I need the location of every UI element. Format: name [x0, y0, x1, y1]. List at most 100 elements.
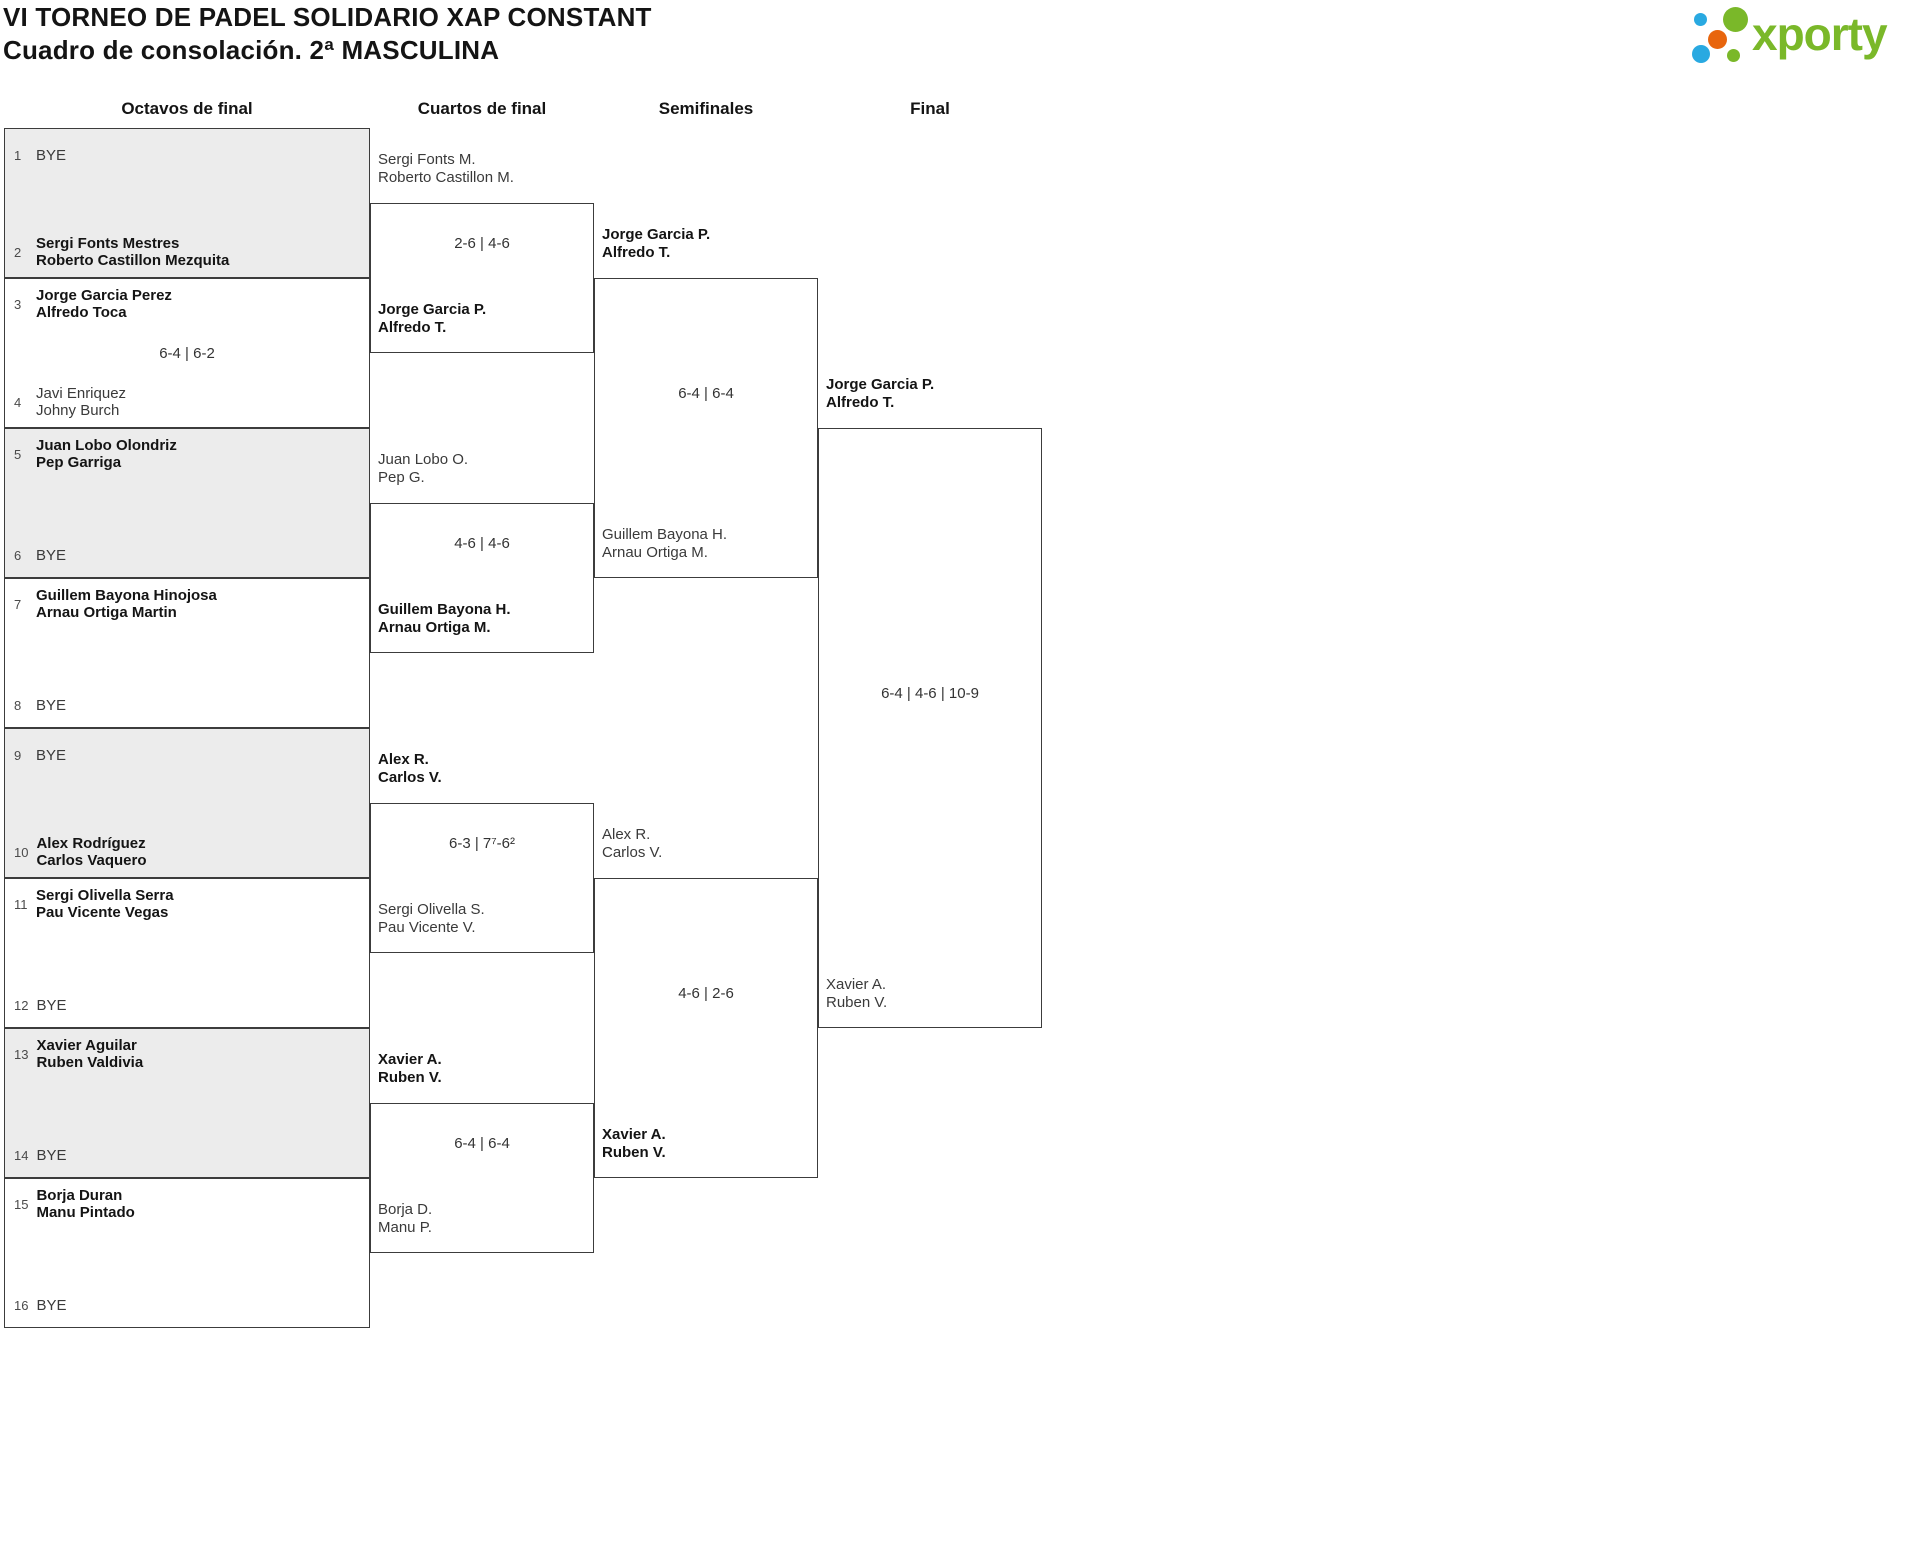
team-name-line: Xavier A.	[378, 1051, 442, 1068]
seed-number: 2	[14, 244, 22, 260]
team-name-line: Pep G.	[378, 469, 425, 486]
match-score: 4-6 | 4-6	[454, 535, 510, 552]
seed-number: 15	[14, 1196, 29, 1212]
seed-number: 4	[14, 394, 22, 410]
team-name[interactable]: Xavier A.Ruben V.	[602, 1126, 810, 1162]
logo-dot-icon	[1708, 30, 1727, 49]
team-name[interactable]: Alex R.Carlos V.	[602, 826, 810, 862]
team-name: BYE	[36, 697, 66, 714]
bracket-subtitle: Cuadro de consolación. 2ª MASCULINA	[3, 35, 500, 65]
team-name-line: Xavier A.	[602, 1126, 666, 1143]
team-name-line: Johny Burch	[36, 402, 120, 419]
team-name[interactable]: Xavier A.Ruben V.	[378, 1051, 586, 1087]
team-name[interactable]: Jorge Garcia P.Alfredo T.	[826, 376, 1034, 412]
team-name[interactable]: Sergi Fonts M.Roberto Castillon M.	[378, 151, 586, 187]
match-box-cuartos-2	[370, 503, 594, 653]
team-name-line: Alfredo T.	[602, 244, 671, 261]
seed-number: 7	[14, 596, 22, 612]
team-name-line: Borja Duran	[36, 1187, 123, 1204]
round-header-octavos: Octavos de final	[121, 99, 253, 118]
team-name-line: Ruben V.	[826, 994, 888, 1011]
match-score: 6-4 | 6-2	[159, 345, 215, 362]
team-name-line: Alex Rodríguez	[36, 835, 146, 852]
logo-dot-icon	[1723, 7, 1748, 32]
xporty-logo[interactable]: xporty	[1688, 4, 1918, 68]
round-header-semifinales: Semifinales	[658, 99, 754, 118]
seed-number: 12	[14, 998, 29, 1013]
team-name-line: Sergi Olivella S.	[378, 901, 485, 918]
logo-dot-icon	[1727, 49, 1740, 62]
match-box-cuartos-3	[370, 803, 594, 953]
team-name-line: Sergi Fonts Mestres	[36, 235, 180, 252]
seed-number: 8	[14, 698, 22, 713]
team-name[interactable]: Jorge Garcia P.Alfredo T.	[602, 226, 810, 262]
team-name-line: Sergi Olivella Serra	[36, 887, 174, 904]
team-slot: 16 BYE	[14, 1297, 363, 1314]
team-slot: 6 BYE	[14, 547, 363, 564]
match-score: 6-4 | 6-4	[678, 385, 734, 402]
match-score: 6-4 | 4-6 | 10-9	[881, 685, 979, 702]
team-name-line: Jorge Garcia P.	[826, 376, 935, 393]
team-name[interactable]: Guillem Bayona H.Arnau Ortiga M.	[602, 526, 810, 562]
team-name[interactable]: Xavier A.Ruben V.	[826, 976, 1034, 1012]
match-score: 4-6 | 2-6	[678, 985, 734, 1002]
team-name-line: Borja D.	[378, 1201, 433, 1218]
seed-number: 3	[14, 296, 22, 312]
team-name-line: Pep Garriga	[36, 454, 122, 471]
match-score: 2-6 | 4-6	[454, 235, 510, 252]
team-name[interactable]: Jorge Garcia P.Alfredo T.	[378, 301, 586, 337]
team-name[interactable]: Juan Lobo O.Pep G.	[378, 451, 586, 487]
team-slot: 9 BYE	[14, 747, 363, 764]
team-name-line: Jorge Garcia Perez	[36, 287, 172, 304]
team-name-line: Juan Lobo Olondriz	[36, 437, 177, 454]
match-box-semifinales-2	[594, 878, 818, 1178]
team-name-line: Pau Vicente Vegas	[36, 904, 169, 921]
seed-number: 9	[14, 748, 22, 763]
match-box-cuartos-1	[370, 203, 594, 353]
team-name: BYE	[36, 1147, 66, 1164]
team-name[interactable]: Sergi Olivella S.Pau Vicente V.	[378, 901, 586, 937]
team-name-line: BYE	[36, 747, 67, 764]
seed-number: 10	[14, 844, 29, 860]
team-name-line: Carlos V.	[602, 844, 663, 861]
team-name-line: Arnau Ortiga Martin	[36, 604, 177, 621]
team-name[interactable]: Borja D.Manu P.	[378, 1201, 586, 1237]
team-name-line: Sergi Fonts M.	[378, 151, 476, 168]
team-name-line: Jorge Garcia P.	[378, 301, 487, 318]
page-header: VI TORNEO DE PADEL SOLIDARIO XAP CONSTAN…	[3, 1, 652, 67]
seed-number: 16	[14, 1298, 29, 1313]
team-name-line: BYE	[36, 547, 67, 564]
round-header-cuartos: Cuartos de final	[417, 99, 547, 118]
team-name: BYE	[36, 1297, 66, 1314]
seed-number: 11	[14, 896, 28, 912]
team-name-line: Javi Enriquez	[36, 385, 127, 402]
team-name-line: Pau Vicente V.	[378, 919, 476, 936]
team-name-line: Carlos Vaquero	[36, 852, 147, 869]
team-name-line: Manu P.	[378, 1219, 432, 1236]
team-name: BYE	[36, 747, 66, 764]
team-name[interactable]: Guillem Bayona H.Arnau Ortiga M.	[378, 601, 586, 637]
team-name-line: Roberto Castillon Mezquita	[36, 252, 230, 269]
team-name[interactable]: Alex R.Carlos V.	[378, 751, 586, 787]
team-name-line: Ruben Valdivia	[36, 1054, 144, 1071]
team-name: BYE	[36, 997, 66, 1014]
seed-number: 6	[14, 548, 22, 563]
